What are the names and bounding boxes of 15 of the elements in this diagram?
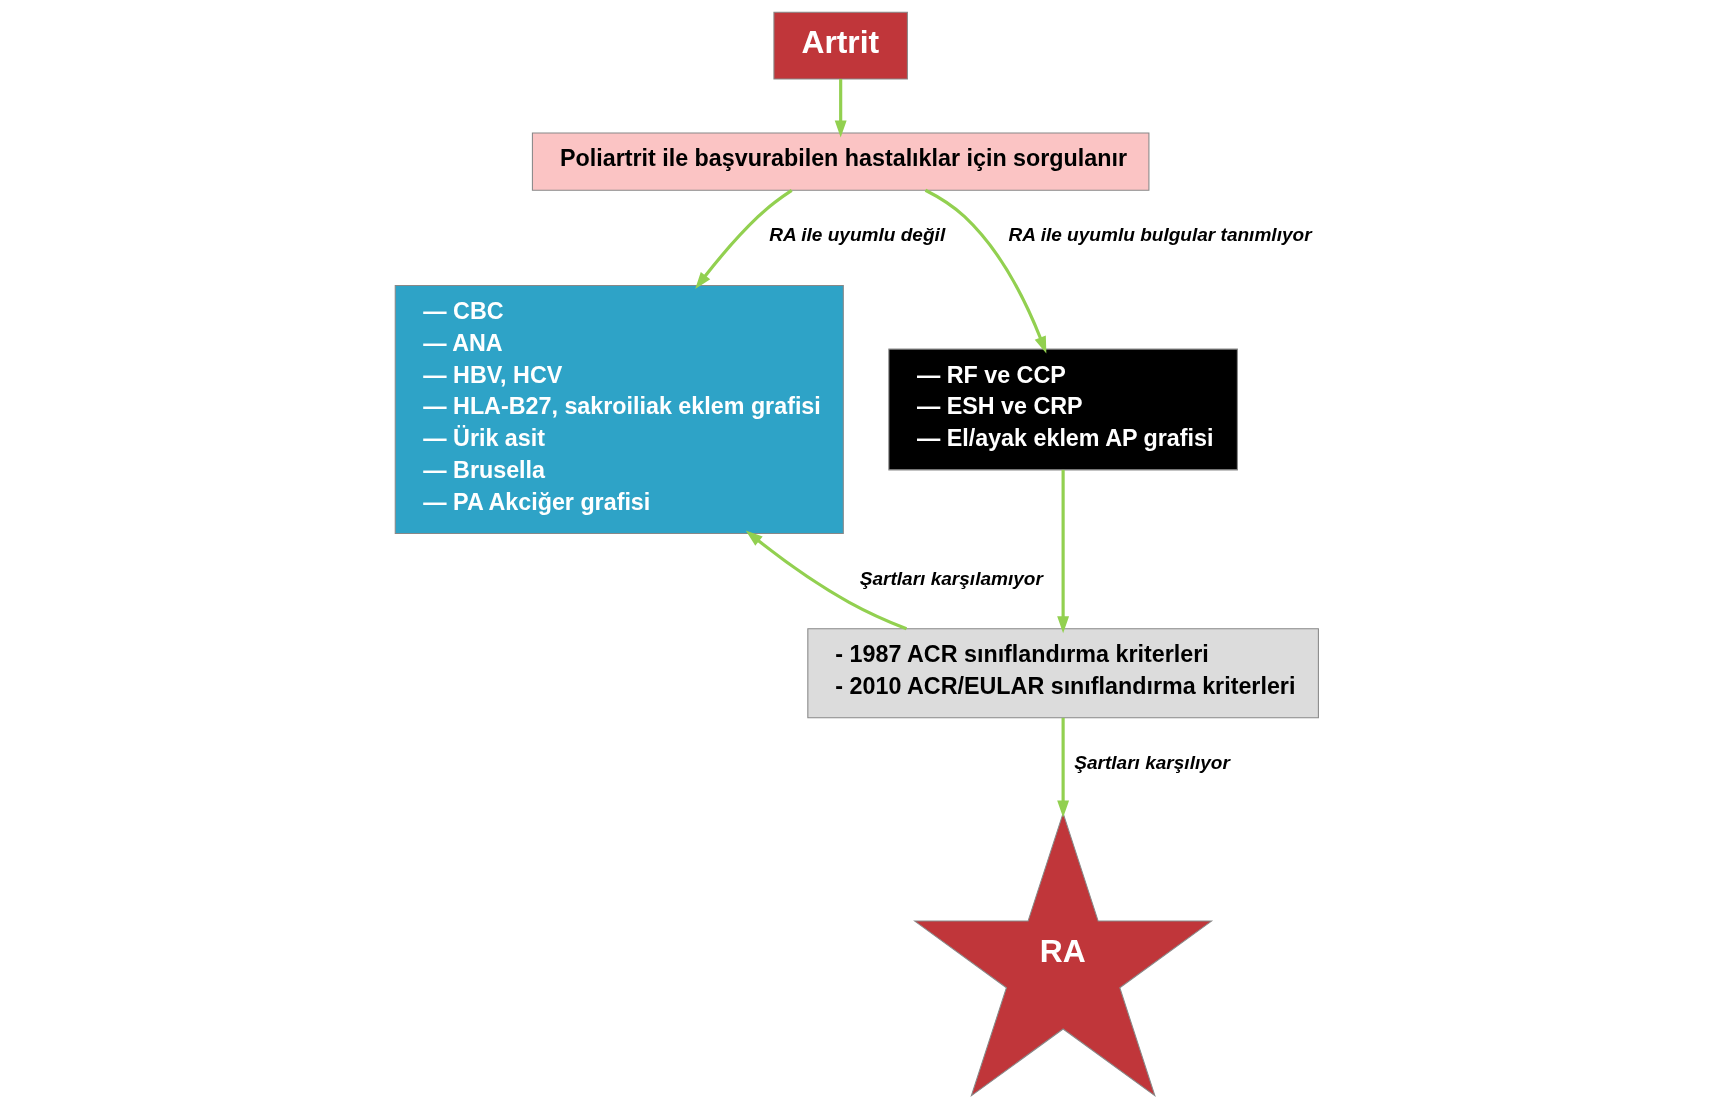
node-box: Poliartrit ile başvurabilen hastalıklar için sorgulanır: [531, 132, 1150, 191]
arrow: [1057, 469, 1070, 634]
edge-label: RA ile uyumlu bulgular tanımlıyor: [1008, 224, 1312, 246]
edge-label: Şartları karşılıyor: [1074, 752, 1230, 773]
edge-label: Şartları karşılamıyor: [859, 567, 1043, 589]
arrow: [745, 530, 908, 631]
arrow: [834, 79, 847, 138]
arrow: [1057, 717, 1070, 818]
node-box: — RF ve CCP — ESH ve CRP — El/ayak eklem AP grafisi: [888, 348, 1238, 471]
edge-label: RA ile uyumlu değil: [769, 224, 946, 246]
arrow: [695, 189, 793, 290]
node-box: - 1987 ACR sınıflandırma kriterleri - 2010 ACR/EULAR sınıflandırma kriterleri: [807, 628, 1319, 719]
node-box: — CBC — ANA — HBV, HCV — HLA-B27, sakroiliak eklem grafisi — Ürik asit — Brusella — PA Akciğer grafisi: [394, 285, 844, 534]
arrow: [924, 188, 1047, 354]
node-box: Artrit: [773, 11, 908, 80]
